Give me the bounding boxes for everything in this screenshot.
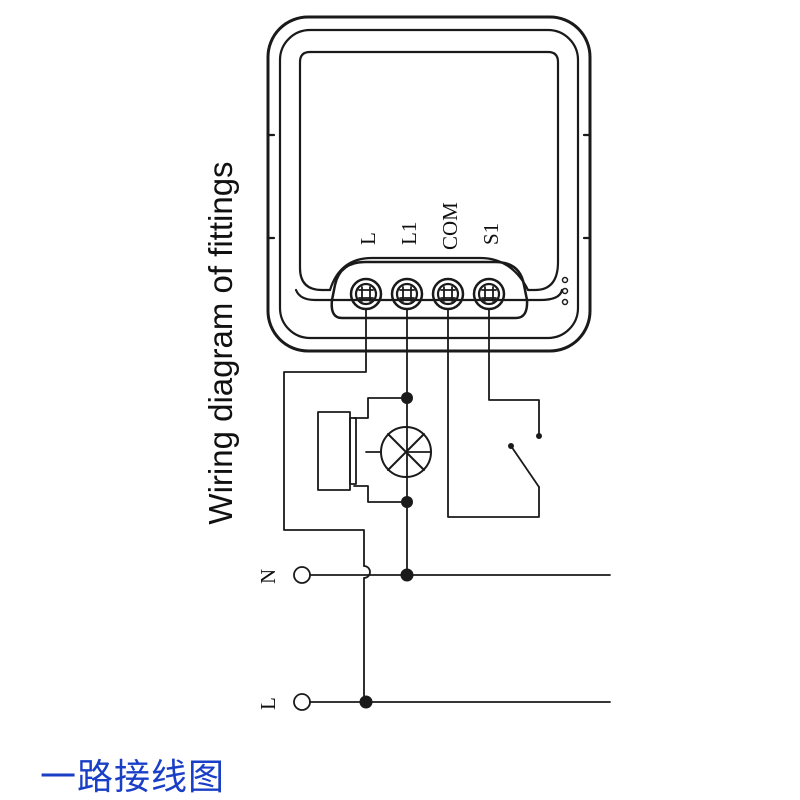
capacitor-icon xyxy=(317,411,357,491)
screw-terminal-icon xyxy=(472,277,506,311)
terminal-label-s1: S1 xyxy=(479,223,503,245)
screw-terminal-icon xyxy=(431,277,465,311)
lamp-icon xyxy=(380,426,432,478)
junction-dot-icon xyxy=(359,392,542,709)
terminal-label-l: L xyxy=(356,232,380,245)
supply-label-n: N xyxy=(256,569,280,584)
wires xyxy=(283,308,611,703)
diagram-title: Wiring diagram of fittings xyxy=(202,161,239,525)
terminal-label-l1: L1 xyxy=(397,222,421,245)
screw-terminal-icon xyxy=(349,277,383,311)
supply-terminal-icons xyxy=(293,566,311,711)
device-housing xyxy=(266,15,592,353)
screw-terminal-icon xyxy=(390,277,424,311)
supply-label-l: L xyxy=(256,697,280,710)
caption: 一路接线图 xyxy=(40,757,226,798)
switch-icon xyxy=(510,445,540,488)
terminal-label-com: COM xyxy=(438,202,462,250)
terminal-block xyxy=(330,260,529,320)
